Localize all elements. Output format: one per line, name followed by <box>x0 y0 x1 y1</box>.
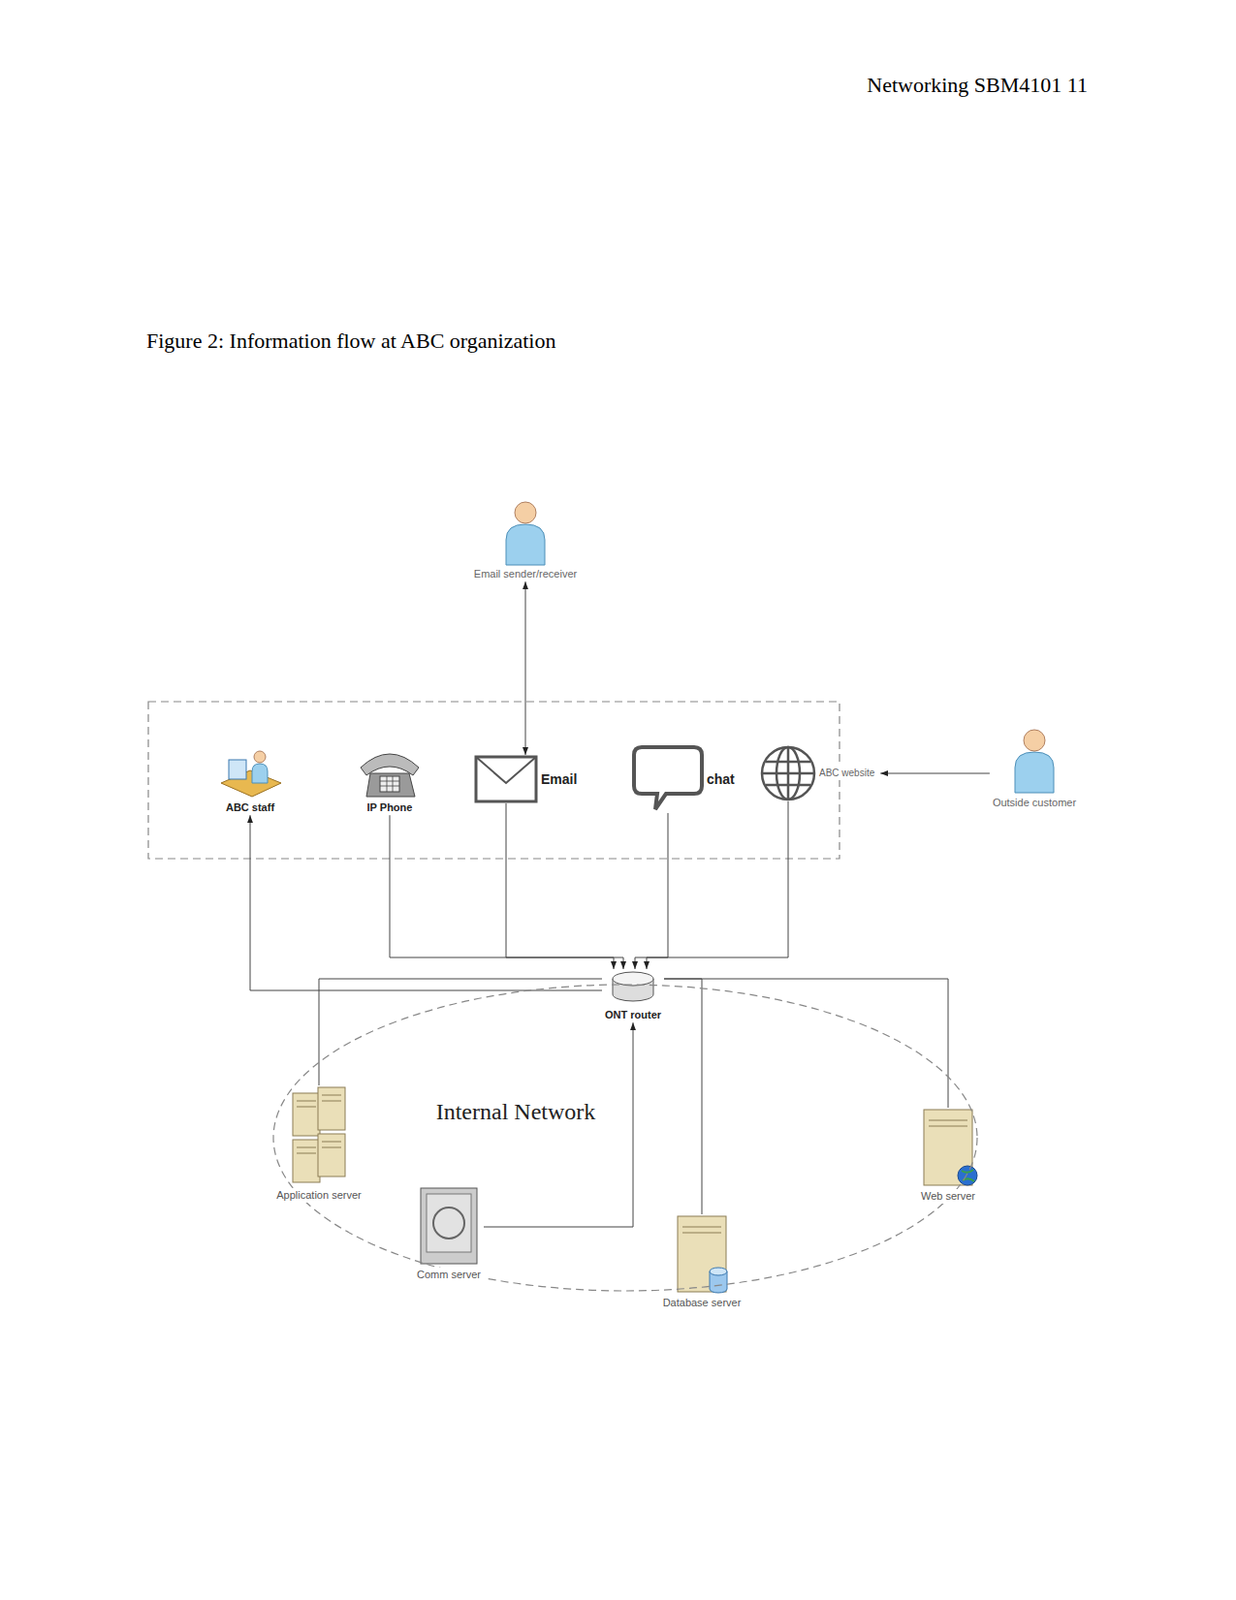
icon-node: ABC website <box>760 745 881 802</box>
node-label: ABC staff <box>222 800 278 816</box>
email-icon <box>475 757 537 784</box>
comm-server-icon <box>433 1207 465 1239</box>
icon-node: Web server <box>917 1108 980 1205</box>
phone-icon <box>380 776 400 793</box>
staff-icon <box>252 763 268 784</box>
icon-node: ONT router <box>602 969 665 1023</box>
channel-group-frame <box>148 701 840 859</box>
flow-connector <box>250 815 603 991</box>
server-icon <box>292 1093 320 1137</box>
person-icon <box>506 524 545 566</box>
zone-outline <box>273 984 978 1292</box>
page-header: Networking SBM4101 11 <box>863 71 1091 99</box>
phone-icon <box>360 754 419 797</box>
node-label: Outside customer <box>989 795 1079 811</box>
chat-icon <box>633 747 702 810</box>
database-icon <box>677 1216 727 1293</box>
server-icon <box>292 1087 346 1183</box>
router-icon <box>612 972 654 1002</box>
phone-icon <box>380 776 400 793</box>
server-icon <box>296 1095 342 1154</box>
flow-connector <box>664 979 949 1109</box>
comm-server-icon <box>420 1188 477 1265</box>
icon-area <box>632 745 704 814</box>
globe-icon <box>761 747 815 800</box>
email-icon <box>475 757 537 802</box>
zone-outline <box>271 982 980 1294</box>
node-label: Web server <box>918 1189 979 1205</box>
icon-node: IP Phone <box>358 746 421 816</box>
icon-area <box>219 746 282 801</box>
globe-icon <box>761 747 815 800</box>
network-zone: Internal Network ONT routerApplication se… <box>271 982 980 1294</box>
staff-icon <box>221 751 282 797</box>
person-icon <box>506 502 545 566</box>
icon-area <box>503 501 548 568</box>
globe-icon <box>761 747 815 800</box>
node-label: IP Phone <box>364 800 416 816</box>
node-label: ONT router <box>602 1008 665 1023</box>
comm-server-icon <box>426 1194 472 1253</box>
icon-area <box>358 746 421 801</box>
icon-node: Email sender/receiver <box>471 501 580 582</box>
flow-connector <box>664 979 702 1215</box>
node-label: Comm server <box>413 1267 484 1283</box>
node-label: chat <box>703 770 738 790</box>
icon-node: ABC staff <box>219 746 282 816</box>
email-icon <box>475 757 537 802</box>
server-icon <box>292 1140 320 1183</box>
icon-area <box>917 1108 980 1190</box>
figure-caption: Figure 2: Information flow at ABC organi… <box>143 327 559 355</box>
web-server-icon <box>957 1166 978 1186</box>
staff-icon <box>228 760 247 780</box>
flow-connector <box>525 581 527 756</box>
icon-node: chat <box>632 745 741 814</box>
icon-node: Comm server <box>413 1186 484 1283</box>
icon-area <box>474 755 539 804</box>
icon-node: Application server <box>273 1085 364 1204</box>
icon-area <box>670 1214 733 1297</box>
icon-area <box>760 745 817 802</box>
flow-connector <box>646 801 789 970</box>
person-icon <box>1014 729 1054 793</box>
comm-server-icon <box>420 1188 477 1265</box>
zone-title: Internal Network <box>433 1097 600 1128</box>
node-label: Database server <box>660 1296 745 1311</box>
node-label: Application server <box>273 1188 364 1204</box>
icon-area <box>416 1186 481 1268</box>
flow-connector <box>318 979 603 1086</box>
database-icon <box>677 1216 728 1294</box>
person-icon <box>514 502 537 524</box>
person-icon <box>1014 752 1054 793</box>
icon-area <box>610 969 656 1009</box>
phone-icon <box>360 754 419 776</box>
icon-node: Outside customer <box>989 728 1079 811</box>
node-label: Email <box>538 770 580 790</box>
node-label: Email sender/receiver <box>471 567 580 582</box>
icon-area <box>1011 728 1058 796</box>
flow-connector <box>389 815 614 970</box>
database-icon <box>682 1227 722 1234</box>
web-server-icon <box>928 1120 968 1127</box>
flow-connector <box>880 773 990 775</box>
server-icon <box>317 1087 346 1131</box>
database-icon <box>709 1267 728 1276</box>
staff-icon <box>253 751 266 763</box>
icon-node: Database server <box>660 1214 745 1311</box>
phone-icon <box>366 773 415 797</box>
person-icon <box>1023 729 1046 752</box>
icon-area <box>288 1085 349 1189</box>
node-label: ABC website <box>816 766 878 781</box>
router-icon <box>612 972 654 986</box>
web-server-icon <box>923 1109 978 1186</box>
server-icon <box>317 1134 346 1177</box>
icon-node: Email <box>474 755 583 804</box>
flow-connector <box>506 803 624 970</box>
flow-connector <box>634 813 668 970</box>
